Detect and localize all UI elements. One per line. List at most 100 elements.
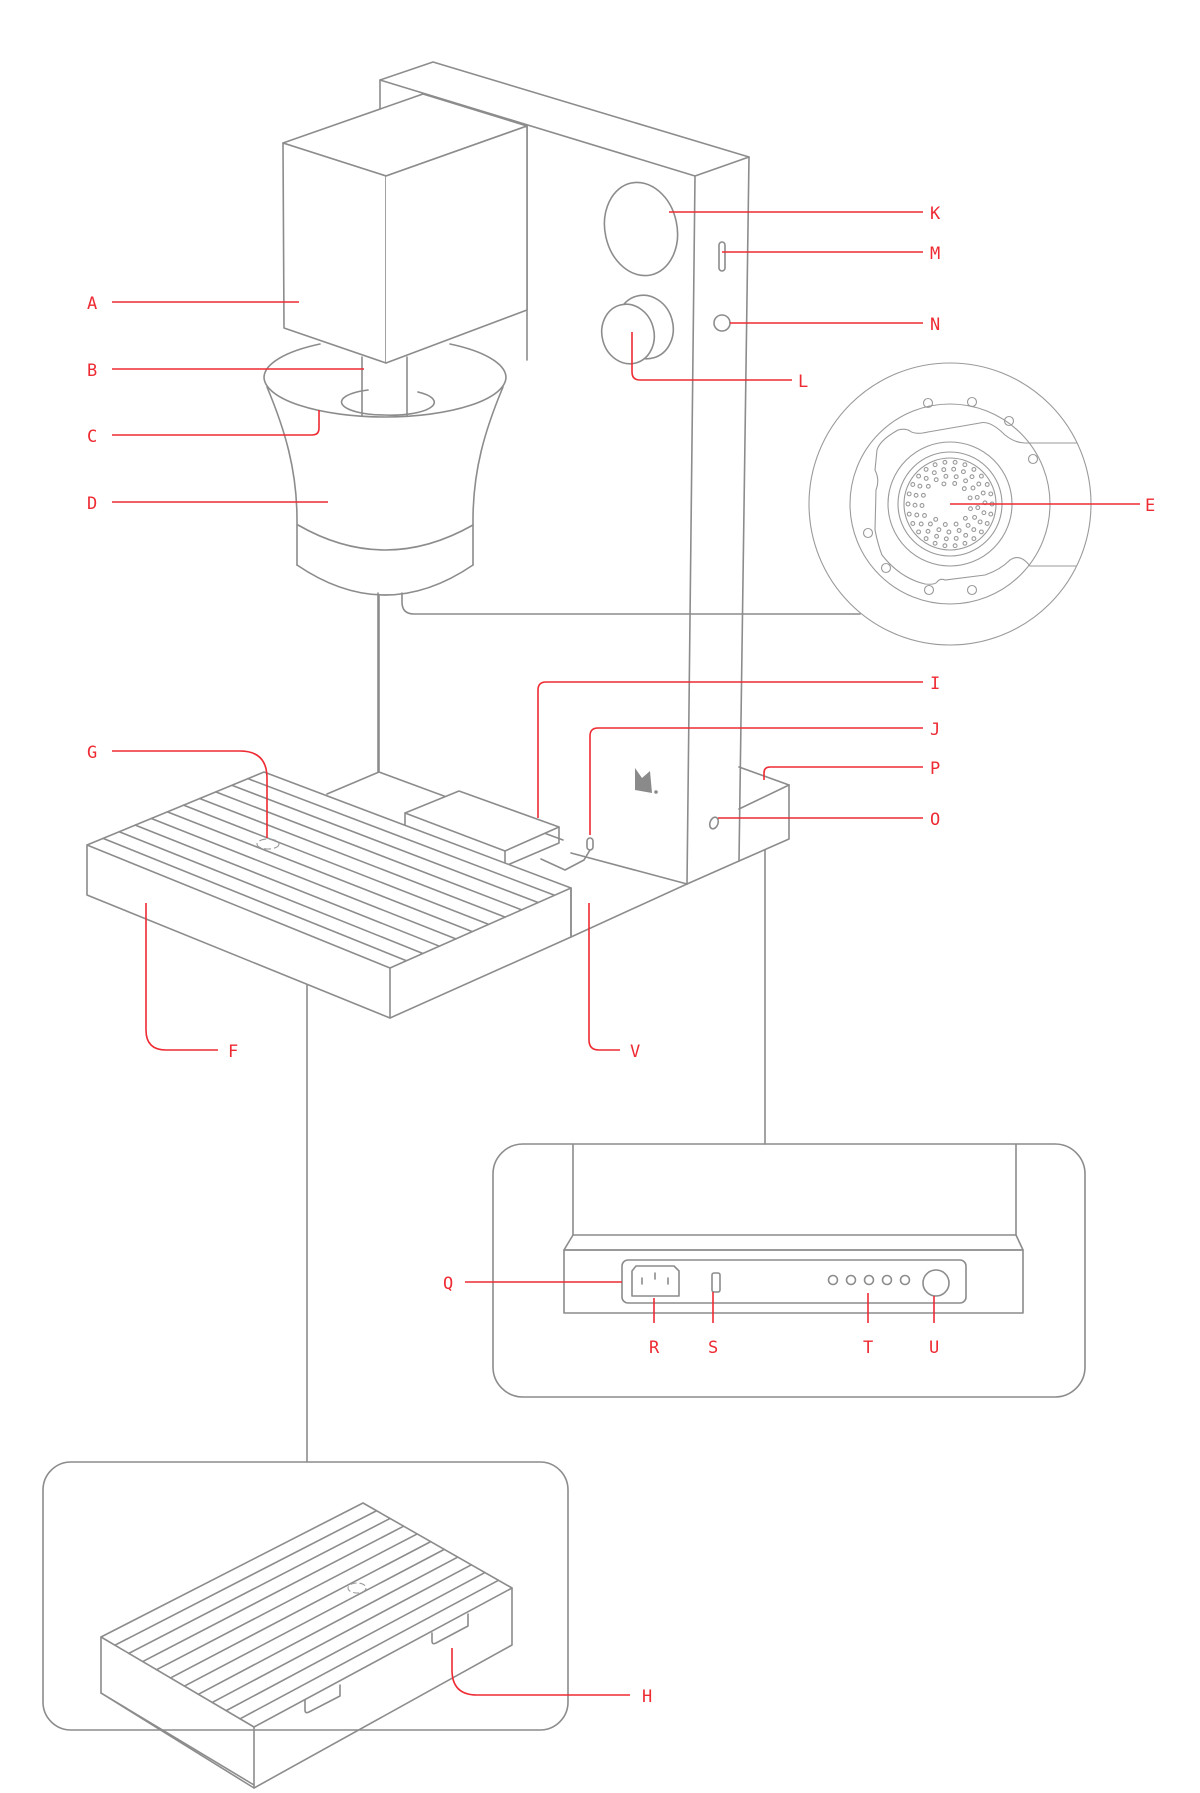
burr-hole bbox=[952, 543, 958, 549]
callout-u: U bbox=[929, 1338, 939, 1358]
burr-hole bbox=[942, 543, 948, 549]
callout-l: L bbox=[798, 372, 808, 392]
burr-hole bbox=[974, 494, 980, 500]
power-button-u[interactable] bbox=[922, 1269, 950, 1297]
burr-hole bbox=[942, 522, 948, 527]
burr-hole bbox=[972, 514, 978, 520]
burr-hole bbox=[933, 516, 939, 522]
burr-hole bbox=[971, 466, 977, 472]
callout-r: R bbox=[649, 1338, 660, 1358]
callout-c: C bbox=[87, 427, 97, 447]
inset-tray-groove bbox=[211, 1564, 473, 1704]
connector-burr-inset bbox=[401, 592, 861, 615]
burr-hole bbox=[962, 462, 968, 468]
tray-groove bbox=[198, 797, 506, 918]
indicator-dot bbox=[881, 1274, 893, 1286]
inset-tray-groove bbox=[114, 1509, 378, 1646]
callout-p: P bbox=[930, 759, 940, 779]
burr-hole bbox=[942, 459, 948, 465]
inset-tray-groove bbox=[128, 1517, 391, 1655]
dial-k[interactable] bbox=[596, 176, 686, 283]
burr-hole bbox=[941, 467, 947, 473]
burr-hole bbox=[980, 490, 986, 496]
burr-hole bbox=[978, 529, 984, 535]
grinder-head bbox=[263, 93, 528, 773]
tray-groove bbox=[150, 817, 457, 940]
callout-h: H bbox=[642, 1687, 652, 1707]
burr-hole bbox=[931, 470, 937, 476]
burr-hole bbox=[981, 510, 987, 516]
burr-hole bbox=[932, 540, 938, 546]
burr-hole bbox=[933, 477, 939, 483]
burr-hole bbox=[988, 491, 994, 497]
burr-hole bbox=[905, 501, 911, 507]
burr-hole bbox=[906, 511, 912, 517]
burr-hole bbox=[932, 462, 938, 468]
tray-groove bbox=[134, 824, 441, 947]
indicator-lights-t bbox=[827, 1274, 911, 1286]
burr-bolt bbox=[922, 397, 934, 409]
tray-groove bbox=[166, 811, 474, 933]
inset-tray-groove bbox=[239, 1579, 500, 1720]
foot-h bbox=[431, 1613, 469, 1645]
button-n[interactable] bbox=[713, 314, 731, 332]
brand-logo-icon bbox=[635, 768, 658, 794]
burr-hole bbox=[919, 503, 925, 508]
inset-tray-groove bbox=[197, 1556, 459, 1696]
inset-tray-groove bbox=[183, 1548, 446, 1687]
indicator-dot bbox=[845, 1274, 857, 1286]
power-socket-icon bbox=[631, 1265, 680, 1297]
callout-s: S bbox=[708, 1338, 718, 1358]
burr-hole bbox=[916, 473, 922, 479]
burr-hole bbox=[925, 483, 931, 489]
burr-hole bbox=[925, 528, 931, 534]
callout-o: O bbox=[930, 810, 940, 830]
callout-e: E bbox=[1145, 496, 1155, 516]
burr-hole bbox=[962, 515, 968, 521]
callout-k: K bbox=[930, 204, 941, 224]
knob-l[interactable] bbox=[595, 289, 680, 370]
burr-bolt bbox=[880, 562, 892, 574]
tray-groove bbox=[247, 777, 556, 897]
burr-hole bbox=[922, 513, 927, 518]
burr-hole bbox=[975, 505, 981, 511]
callout-b: B bbox=[87, 361, 97, 381]
indicator-dot bbox=[863, 1274, 875, 1286]
burr-hole bbox=[936, 527, 942, 533]
burr-hole bbox=[978, 473, 984, 479]
callout-n: N bbox=[930, 315, 940, 335]
burr-hole bbox=[923, 475, 929, 481]
burr-hole bbox=[953, 521, 959, 527]
callout-g: G bbox=[87, 743, 97, 763]
burr-hole bbox=[976, 481, 982, 487]
burr-bolt bbox=[923, 584, 935, 596]
burr-hole bbox=[956, 528, 962, 533]
callout-j: J bbox=[930, 720, 940, 740]
slot-m bbox=[718, 241, 726, 272]
burr-hole bbox=[960, 469, 966, 475]
burr-hole bbox=[970, 485, 976, 491]
burr-bolt bbox=[966, 396, 978, 408]
burr-bolt bbox=[1027, 453, 1039, 465]
tray-groove bbox=[182, 804, 490, 926]
burr-hole bbox=[934, 533, 940, 539]
burr-bolt bbox=[966, 584, 978, 596]
inset-tray-groove bbox=[155, 1533, 418, 1671]
burr-hole bbox=[914, 512, 920, 518]
tray-groove bbox=[102, 837, 408, 962]
burr-hole bbox=[916, 529, 922, 535]
burr-hole bbox=[941, 481, 947, 487]
burr-hole bbox=[988, 511, 994, 517]
burr-hole bbox=[910, 521, 916, 526]
inset-tray-groove bbox=[225, 1571, 486, 1712]
burr-hole bbox=[968, 506, 973, 512]
callout-labels: A B C D E F G H I J K L M N O P Q R S T … bbox=[87, 204, 1155, 1707]
callout-a: A bbox=[87, 294, 97, 314]
burr-hole bbox=[917, 483, 923, 489]
foot-h-left bbox=[304, 1684, 341, 1714]
burr-hole bbox=[953, 535, 959, 541]
machine-column bbox=[378, 125, 750, 885]
cup-j bbox=[540, 849, 591, 871]
callout-v: V bbox=[630, 1042, 640, 1062]
